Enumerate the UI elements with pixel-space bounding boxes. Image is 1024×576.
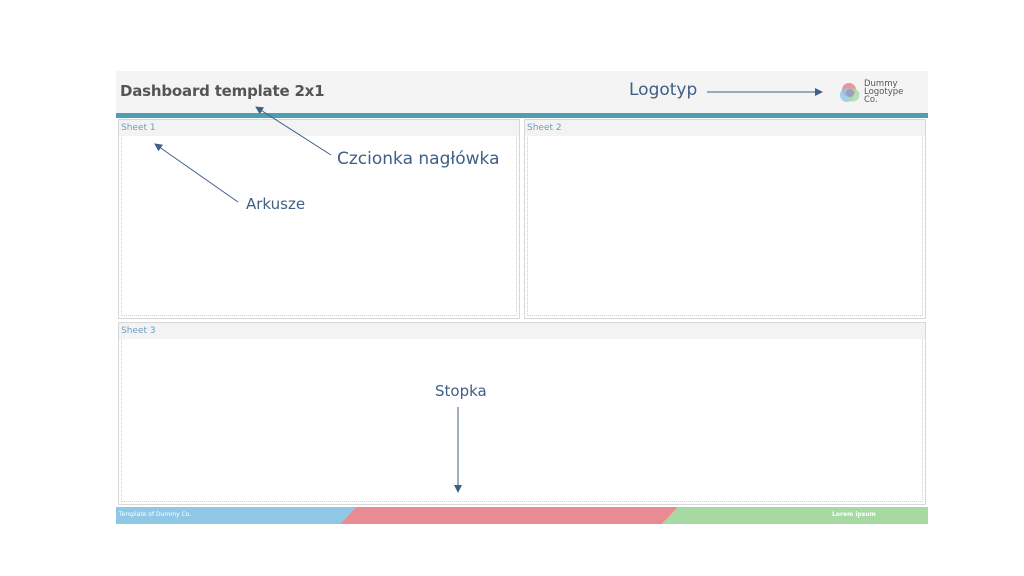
logo-circles-icon	[840, 83, 860, 102]
footer-left-text: Template of Dummy Co.	[119, 511, 192, 518]
footer-stripe-red	[340, 507, 678, 524]
dashboard-footer: Template of Dummy Co. Lorem ipsum	[116, 507, 928, 524]
annotation-header-font: Czcionka nagłówka	[337, 149, 500, 169]
annotation-footer: Stopka	[435, 382, 487, 400]
header-accent-bar	[116, 113, 928, 118]
sheet-header: Sheet 1	[119, 120, 519, 136]
dashboard-header: Dashboard template 2x1 Dummy Logotype Co…	[116, 71, 928, 113]
logo-line: Co.	[864, 95, 878, 105]
sheet-border	[121, 325, 923, 502]
sheet-2[interactable]: Sheet 2	[524, 119, 926, 319]
logo-text: Dummy Logotype Co.	[864, 79, 904, 105]
sheet-header: Sheet 2	[525, 120, 925, 136]
sheet-label: Sheet 3	[121, 326, 156, 336]
logo: Dummy Logotype Co.	[838, 79, 918, 109]
annotation-logotyp: Logotyp	[629, 80, 698, 100]
sheet-border	[527, 122, 923, 316]
annotation-sheets: Arkusze	[246, 195, 306, 213]
sheet-3[interactable]: Sheet 3	[118, 322, 926, 505]
sheet-label: Sheet 2	[527, 123, 562, 133]
sheet-label: Sheet 1	[121, 123, 156, 133]
dashboard-frame: Dashboard template 2x1 Dummy Logotype Co…	[116, 71, 928, 524]
sheet-header: Sheet 3	[119, 323, 925, 339]
footer-stripe-green	[662, 507, 928, 524]
dashboard-title: Dashboard template 2x1	[120, 82, 325, 100]
footer-stripes	[116, 507, 928, 524]
logo-line: Logotype	[864, 87, 904, 97]
footer-right-text: Lorem ipsum	[832, 511, 876, 518]
logo-line: Dummy	[864, 79, 898, 89]
footer-stripe-blue	[116, 507, 356, 524]
